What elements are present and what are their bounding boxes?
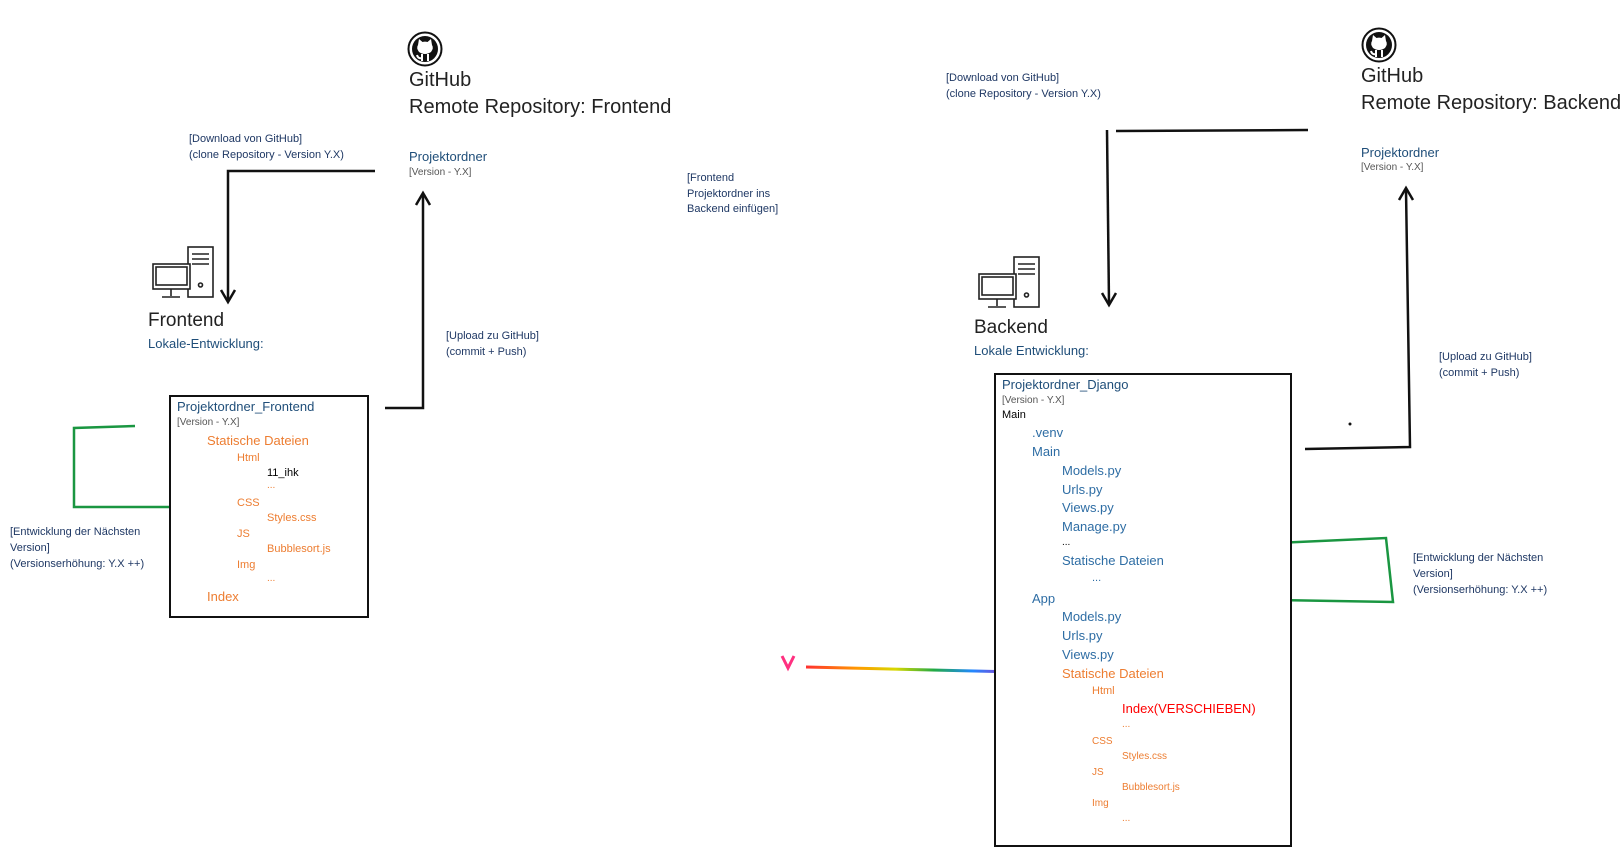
- tree-item: CSS: [237, 497, 260, 509]
- frontend-folder-box: [169, 395, 369, 618]
- backend-folder-box: [994, 373, 1292, 847]
- tree-item: App: [1032, 591, 1056, 606]
- backend-folder-name: Projektordner_Django: [1002, 377, 1129, 392]
- frontend-folder-version: [Version - Y.X]: [177, 417, 240, 428]
- tree-item: ...: [267, 480, 276, 491]
- note-line: (Versionserhöhung: Y.X ++): [10, 558, 145, 570]
- note-line: [Entwicklung der Nächsten: [1413, 552, 1544, 564]
- note-insert-frontend: [Frontend Projektordner ins Backend einf…: [687, 171, 778, 218]
- github-frontend-title: GitHub Remote Repository: Frontend: [409, 67, 671, 121]
- tree-item: CSS: [1092, 736, 1113, 747]
- frontend-title: Frontend: [148, 310, 225, 331]
- stray-dot: [1348, 422, 1352, 426]
- tree-item: Urls.py: [1062, 482, 1103, 497]
- note-upload-backend: [Upload zu GitHub] (commit + Push): [1439, 350, 1532, 381]
- upload-backend-arrow: [1304, 185, 1415, 451]
- github-icon: [407, 31, 443, 67]
- tree-item: Html: [1092, 685, 1115, 697]
- note-line: [Upload zu GitHub]: [1439, 351, 1532, 363]
- tree-item: ...: [1062, 537, 1071, 548]
- tree-item: Img: [237, 559, 256, 571]
- backend-main-label: Main: [1002, 409, 1026, 421]
- download-frontend-arrow: [219, 169, 375, 305]
- github-frontend-line1: GitHub: [409, 69, 472, 91]
- github-frontend-line2: Remote Repository: Frontend: [409, 96, 672, 118]
- backend-title: Backend: [974, 317, 1048, 338]
- tree-item: JS: [237, 528, 250, 540]
- github-backend-logo: [1361, 27, 1397, 63]
- tree-item: ...: [1122, 719, 1131, 730]
- note-line: (commit + Push): [1439, 366, 1520, 379]
- note-line: [Frontend: [687, 172, 735, 184]
- note-download-backend: [Download von GitHub] (clone Repository …: [946, 71, 1101, 102]
- tree-item: Manage.py: [1062, 519, 1127, 534]
- tree-item: Models.py: [1062, 463, 1122, 478]
- note-line: (clone Repository - Version Y.X): [946, 87, 1101, 100]
- tree-item: Statische Dateien: [207, 433, 309, 448]
- note-line: [Upload zu GitHub]: [446, 330, 539, 342]
- tree-item: Img: [1092, 798, 1109, 809]
- note-dev-backend: [Entwicklung der Nächsten Version] (Vers…: [1413, 551, 1547, 599]
- tree-item: Models.py: [1062, 609, 1122, 624]
- tree-item: Index(VERSCHIEBEN): [1122, 701, 1256, 716]
- tree-item: Index: [207, 589, 239, 604]
- tree-item: Html: [237, 452, 260, 464]
- tree-item: Main: [1032, 444, 1061, 459]
- tree-item: Bubblesort.js: [1122, 782, 1180, 793]
- tree-item: Bubblesort.js: [267, 543, 331, 555]
- tree-item: Views.py: [1062, 647, 1114, 662]
- frontend-folder-name: Projektordner_Frontend: [177, 399, 315, 414]
- tree-item: ...: [1092, 572, 1102, 584]
- note-line: [Download von GitHub]: [946, 72, 1060, 84]
- note-line: Projektordner ins: [687, 187, 771, 200]
- note-line: Version]: [10, 541, 50, 554]
- tree-item: Views.py: [1062, 500, 1114, 515]
- frontend-subtitle: Lokale-Entwicklung:: [148, 336, 264, 351]
- tree-item: ...: [267, 573, 276, 584]
- note-line: (commit + Push): [446, 345, 527, 358]
- insert-frontend-arrow: [530, 148, 1067, 682]
- download-backend-arrow: [1100, 128, 1309, 308]
- github-backend-line1: GitHub: [1361, 65, 1424, 87]
- upload-frontend-arrow: [385, 190, 432, 410]
- note-upload-frontend: [Upload zu GitHub] (commit + Push): [446, 329, 539, 360]
- github-frontend-folder: Projektordner: [409, 149, 488, 164]
- github-icon: [1361, 27, 1397, 63]
- tree-item: ...: [1122, 813, 1131, 824]
- backend-subtitle: Lokale Entwicklung:: [974, 343, 1089, 358]
- backend-folder-version: [Version - Y.X]: [1002, 395, 1065, 406]
- frontend-computer: [152, 245, 216, 306]
- tree-item: JS: [1092, 767, 1104, 778]
- tree-item: Statische Dateien: [1062, 553, 1164, 568]
- tree-item: .venv: [1032, 425, 1064, 440]
- github-backend-folder: Projektordner: [1361, 145, 1440, 160]
- tree-item: Styles.css: [267, 512, 317, 524]
- computer-icon: [978, 256, 1040, 308]
- tree-item: 11_ihk: [267, 467, 299, 479]
- github-backend-line2: Remote Repository: Backend: [1361, 92, 1620, 114]
- github-frontend-logo: [407, 31, 443, 67]
- github-frontend-version: [Version - Y.X]: [409, 167, 472, 178]
- computer-icon: [152, 246, 214, 298]
- note-download-frontend: [Download von GitHub] (clone Repository …: [189, 132, 344, 163]
- note-line: [Download von GitHub]: [189, 133, 303, 145]
- note-line: (clone Repository - Version Y.X): [189, 148, 344, 161]
- tree-item: Urls.py: [1062, 628, 1103, 643]
- note-line: Version]: [1413, 567, 1453, 580]
- note-line: Backend einfügen]: [687, 203, 779, 215]
- note-line: [Entwicklung der Nächsten: [10, 526, 141, 538]
- note-dev-frontend: [Entwicklung der Nächsten Version] (Vers…: [10, 525, 144, 573]
- github-backend-version: [Version - Y.X]: [1361, 162, 1424, 173]
- note-line: (Versionserhöhung: Y.X ++): [1413, 584, 1548, 596]
- tree-item: Styles.css: [1122, 751, 1168, 762]
- backend-computer: [978, 255, 1042, 316]
- tree-item: Statische Dateien: [1062, 666, 1164, 681]
- github-backend-title: GitHub Remote Repository: Backend: [1361, 63, 1620, 117]
- dev-loop-backend-arrow: [1272, 536, 1395, 609]
